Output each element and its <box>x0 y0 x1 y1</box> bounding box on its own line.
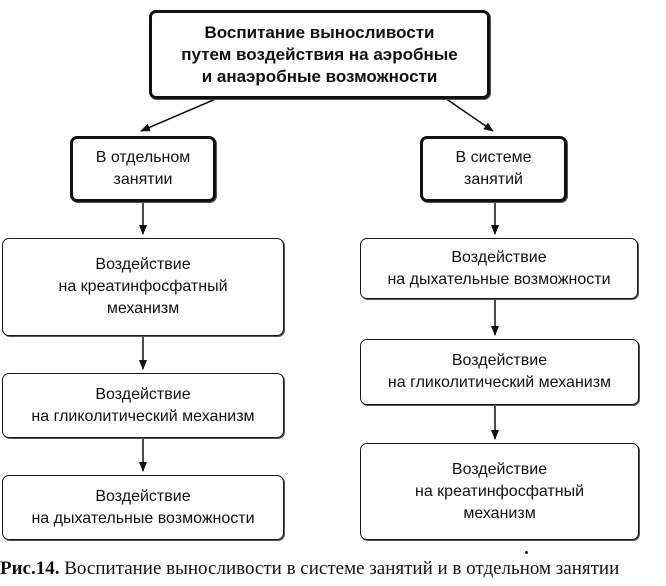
arrow-root-to-left <box>140 97 219 132</box>
left-step-3-box: Воздействие на дыхательные возможности <box>2 475 284 540</box>
right-step-1-box: Воздействие на дыхательные возможности <box>360 238 638 299</box>
right-branch-box: В системе занятий <box>420 136 567 202</box>
right-step-2-box: Воздействие на гликолитический механизм <box>360 339 639 405</box>
root-box: Воспитание выносливости путем воздействи… <box>149 10 490 99</box>
caption-label: Рис.14. <box>0 558 60 579</box>
stray-dot-mark <box>525 551 528 554</box>
arrow-root-to-right <box>444 97 494 132</box>
left-step-1-box: Воздействие на креатинфосфатный механизм <box>2 238 284 336</box>
right-step-3-box: Воздействие на креатинфосфатный механизм <box>360 443 639 540</box>
left-step-2-box: Воздействие на гликолитический механизм <box>2 373 284 438</box>
caption-text: Воспитание выносливости в системе заняти… <box>59 558 620 579</box>
left-branch-box: В отдельном занятии <box>70 136 216 202</box>
figure-caption: Рис.14. Воспитание выносливости в систем… <box>0 558 666 580</box>
